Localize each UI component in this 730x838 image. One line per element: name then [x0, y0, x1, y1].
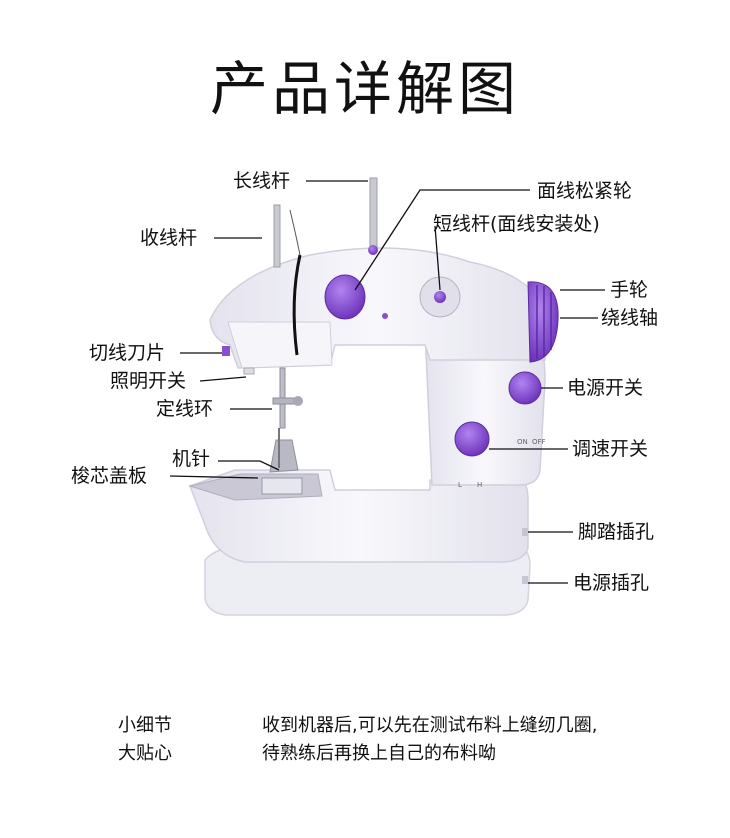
- upper-tension-dial: [324, 274, 366, 320]
- label-thread-guide: 定线环: [156, 398, 214, 420]
- mark-high: H: [477, 481, 482, 489]
- label-handwheel: 手轮: [610, 279, 649, 301]
- page-title: 产品详解图: [209, 55, 520, 123]
- leader-needle: [218, 460, 280, 471]
- note-text-line1: 收到机器后,可以先在测试布料上缝纫几圈,: [262, 715, 598, 736]
- label-thread-cutter: 切线刀片: [89, 342, 166, 364]
- label-bobbin-cover: 梭芯盖板: [71, 465, 148, 487]
- leader-upper-tension: [354, 189, 530, 291]
- take-up-lever: [273, 204, 281, 268]
- speed-switch: [454, 421, 490, 457]
- leader-light-switch: [199, 376, 247, 382]
- thread-cutter: [222, 346, 230, 356]
- handwheel: [527, 281, 559, 363]
- power-switch: [508, 371, 542, 405]
- note-text-line2: 待熟练后再换上自己的布料呦: [262, 743, 496, 764]
- machine-head: [227, 321, 333, 369]
- leader-short-spool-pin: [434, 225, 441, 291]
- note-heading-line1: 小细节: [118, 715, 172, 736]
- presser-foot: [269, 439, 299, 473]
- bobbin-cover-plate: [261, 477, 303, 495]
- label-power-switch: 电源开关: [567, 377, 644, 399]
- label-light-switch: 照明开关: [110, 370, 187, 392]
- thread: [292, 254, 302, 356]
- label-long-spool-pin: 长线杆: [233, 170, 291, 192]
- label-needle: 机针: [172, 448, 211, 470]
- power-jack-port: [522, 576, 528, 584]
- long-spool-pin-base: [368, 245, 378, 255]
- label-take-up-lever: 收线杆: [140, 227, 198, 249]
- label-foot-pedal-jack: 脚踏插孔: [578, 521, 655, 543]
- leader-bobbin-cover: [169, 475, 259, 479]
- light-switch: [243, 367, 255, 375]
- note-heading-line2: 大贴心: [118, 743, 172, 764]
- label-short-spool-pin: 短线杆(面线安装处): [433, 213, 600, 235]
- mark-off: OFF: [532, 438, 546, 446]
- label-upper-tension: 面线松紧轮: [537, 180, 633, 202]
- mark-on: ON: [517, 438, 528, 446]
- mark-low: L: [458, 481, 462, 489]
- leader-lines: [169, 180, 605, 584]
- label-speed-switch: 调速开关: [572, 438, 649, 460]
- sewing-machine-illustration: [188, 177, 559, 616]
- label-bobbin-winder: 绕线轴: [601, 307, 659, 329]
- label-power-jack: 电源插孔: [573, 572, 650, 594]
- long-spool-pin: [369, 177, 378, 251]
- foot-pedal-jack-port: [522, 528, 528, 536]
